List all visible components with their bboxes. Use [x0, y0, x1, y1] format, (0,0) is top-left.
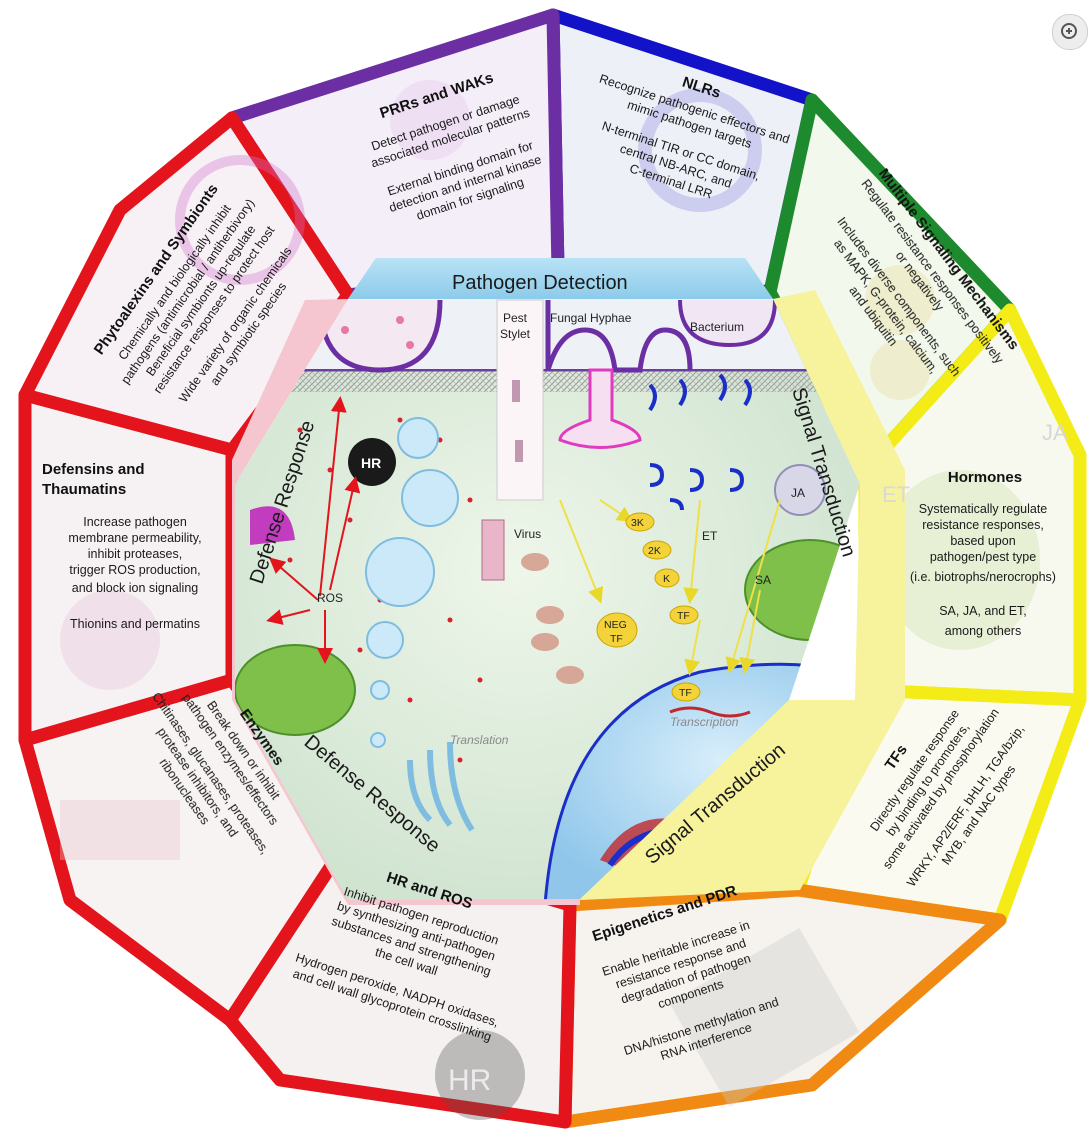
zoom-in-icon [1061, 23, 1077, 39]
svg-text:Increase pathogen: Increase pathogen [83, 515, 187, 529]
label-3k: 3K [631, 517, 644, 529]
watermark-ja: JA [1042, 420, 1068, 445]
svg-text:pathogen/pest type: pathogen/pest type [930, 550, 1036, 564]
label-bacterium: Bacterium [690, 320, 744, 334]
label-k: K [663, 573, 670, 585]
band-defense-bottom [232, 700, 580, 905]
panel-defensins-title-1: Defensins and [42, 461, 145, 478]
ros-arrows [266, 396, 361, 664]
label-ja: JA [791, 486, 805, 500]
panel-prrs: PRRs and WAKs Detect pathogen or damage … [369, 69, 543, 223]
svg-text:trigger ROS production,: trigger ROS production, [69, 563, 200, 577]
svg-text:inhibit proteases,: inhibit proteases, [88, 547, 183, 561]
band-signal-bottom [580, 700, 905, 900]
label-fungal-hyphae: Fungal Hyphae [550, 311, 632, 325]
label-sa: SA [755, 573, 771, 587]
label-stylet: Stylet [500, 327, 531, 341]
svg-text:Systematically regulate: Systematically regulate [919, 502, 1048, 516]
svg-text:and block ion signaling: and block ion signaling [72, 581, 199, 595]
panel-hormones-title: Hormones [948, 469, 1022, 486]
panel-defensins: Defensins and Thaumatins Increase pathog… [42, 461, 202, 631]
svg-text:Thionins and permatins: Thionins and permatins [70, 617, 200, 631]
ring-pathogen-detection: Pathogen Detection [452, 272, 628, 294]
watermark-et: ET [882, 482, 910, 507]
svg-text:membrane permeability,: membrane permeability, [68, 531, 201, 545]
oval-3k [625, 512, 655, 532]
label-neg-tf: TF [610, 633, 623, 645]
oval-tf-nucleus [671, 682, 701, 702]
panel-defensins-title-2: Thaumatins [42, 481, 126, 498]
svg-text:resistance responses,: resistance responses, [922, 518, 1044, 532]
svg-text:based upon: based upon [950, 534, 1015, 548]
label-transcription: Transcription [670, 715, 739, 729]
label-et: ET [702, 529, 718, 543]
kinase-ovals [596, 512, 701, 702]
oval-k [654, 568, 680, 588]
svg-text:(i.e. biotrophs/nerocrophs): (i.e. biotrophs/nerocrophs) [910, 570, 1056, 584]
svg-text:SA, JA, and ET,: SA, JA, and ET, [939, 604, 1027, 618]
label-2k: 2K [648, 545, 661, 557]
panel-phytoalexins-bg [18, 111, 355, 457]
label-translation: Translation [450, 733, 509, 747]
panel-hormones: Hormones Systematically regulate resista… [910, 469, 1056, 638]
oval-neg-tf [596, 612, 638, 648]
cell-labels: Pest Stylet Fungal Hyphae Bacterium Viru… [317, 311, 805, 747]
panel-enzymes: Enzymes Break down or inhibit pathogen e… [149, 690, 287, 857]
label-tf-nucleus: TF [679, 687, 692, 699]
panel-decorations [60, 80, 1040, 1120]
label-neg: NEG [604, 619, 627, 631]
band-defense-left [232, 299, 348, 700]
svg-text:among others: among others [945, 624, 1021, 638]
label-ros: ROS [317, 591, 343, 605]
oval-2k [642, 540, 672, 560]
signal-arrows [559, 499, 781, 676]
watermark-hr: HR [448, 1064, 491, 1097]
oval-tf-right [669, 605, 699, 625]
zoom-button[interactable] [1052, 14, 1088, 50]
label-pest: Pest [503, 311, 528, 325]
band-signal-right [773, 290, 905, 610]
label-hr: HR [361, 455, 381, 471]
label-tf-right: TF [677, 610, 690, 622]
label-virus: Virus [514, 527, 541, 541]
